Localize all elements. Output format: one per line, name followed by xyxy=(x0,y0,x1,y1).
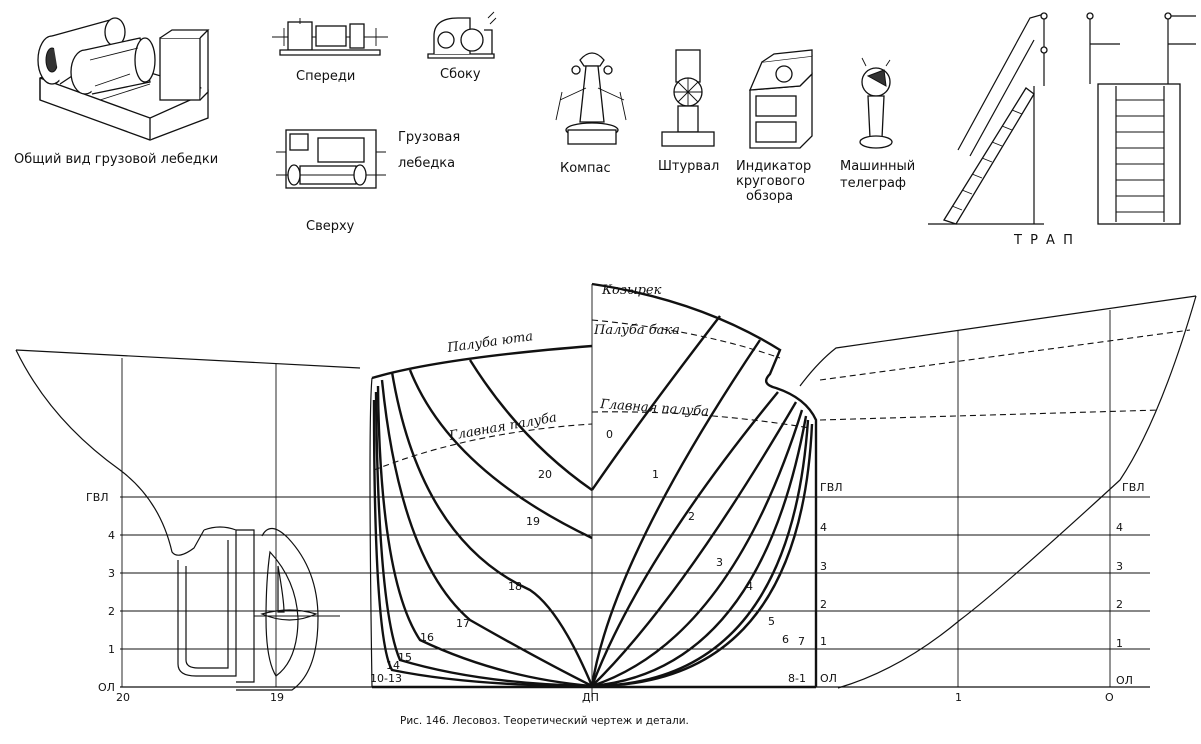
section-18: 18 xyxy=(508,580,522,593)
winch-front-view xyxy=(272,18,388,56)
section-5: 5 xyxy=(768,615,775,628)
wl-gvl-mid: ГВЛ xyxy=(820,481,843,494)
station-19-label: 19 xyxy=(270,691,284,704)
section-7: 7 xyxy=(798,635,805,648)
section-0: 0 xyxy=(606,428,613,441)
ladder-label: Т Р А П xyxy=(1013,233,1075,248)
section-10-13: 10-13 xyxy=(370,672,402,685)
winch-top-view xyxy=(276,129,386,189)
section-17: 17 xyxy=(456,617,470,630)
engine-telegraph-sketch xyxy=(859,57,893,149)
radar-label-2: кругового xyxy=(736,174,805,189)
wl-4-mid: 4 xyxy=(820,521,827,534)
station-0-label: О xyxy=(1105,691,1114,704)
station-20-label: 20 xyxy=(116,691,130,704)
section-4: 4 xyxy=(746,580,753,593)
forecastle-deck-label: Палуба бака xyxy=(593,323,680,338)
front-view-label: Спереди xyxy=(296,69,355,84)
winch-views-title-2: лебедка xyxy=(398,156,455,171)
waterlines xyxy=(120,496,1150,688)
telegraph-label-2: телеграф xyxy=(840,176,906,191)
wl-3-mid: 3 xyxy=(820,560,827,573)
cargo-winch-sketch xyxy=(37,17,210,141)
wl-ol-left: ОЛ xyxy=(98,681,115,694)
wl-4-right: 4 xyxy=(1116,521,1123,534)
radar-label-3: обзора xyxy=(746,189,793,204)
compass-sketch xyxy=(555,52,627,145)
wl-3-left: 3 xyxy=(108,567,115,580)
side-view-label: Сбоку xyxy=(440,67,481,82)
wl-ol-mid: ОЛ xyxy=(820,672,837,685)
main-deck-left-label: Главная палуба xyxy=(447,410,558,444)
steering-wheel-sketch xyxy=(661,49,715,147)
radar-label-1: Индикатор xyxy=(736,159,811,174)
steering-wheel-label: Штурвал xyxy=(658,159,719,174)
station-1-label: 1 xyxy=(955,691,962,704)
winch-side-view xyxy=(427,11,497,59)
wl-1-mid: 1 xyxy=(820,635,827,648)
ladder-front-sketch xyxy=(1086,12,1196,225)
station-dp-label: ДП xyxy=(582,691,599,704)
telegraph-label-1: Машинный xyxy=(840,159,915,174)
visor-label: Козырек xyxy=(601,283,662,298)
station-lines xyxy=(121,284,1111,697)
stern-profile xyxy=(15,349,361,691)
wl-4-left: 4 xyxy=(108,529,115,542)
wl-gvl-left: ГВЛ xyxy=(86,491,109,504)
section-1: 1 xyxy=(652,468,659,481)
winch-caption: Общий вид грузовой лебедки xyxy=(14,152,218,167)
top-view-label: Сверху xyxy=(306,219,355,234)
section-6: 6 xyxy=(782,633,789,646)
wl-2-left: 2 xyxy=(108,605,115,618)
ladder-side-sketch xyxy=(928,12,1048,225)
section-15: 15 xyxy=(398,651,412,664)
main-deck-right-label: Главная палуба xyxy=(599,397,710,420)
wl-ol-right: ОЛ xyxy=(1116,674,1133,687)
wl-1-right: 1 xyxy=(1116,637,1123,650)
section-16: 16 xyxy=(420,631,434,644)
winch-views-title-1: Грузовая xyxy=(398,130,460,145)
wl-3-right: 3 xyxy=(1116,560,1123,573)
section-20: 20 xyxy=(538,468,552,481)
section-8-1: 8-1 xyxy=(788,672,806,685)
figure-caption: Рис. 146. Лесовоз. Теоретический чертеж … xyxy=(400,715,689,727)
section-14: 14 xyxy=(386,659,400,672)
wl-2-right: 2 xyxy=(1116,598,1123,611)
section-3: 3 xyxy=(716,556,723,569)
wl-1-left: 1 xyxy=(108,643,115,656)
radar-indicator-sketch xyxy=(748,49,813,149)
bow-profile xyxy=(799,295,1197,689)
wl-gvl-right: ГВЛ xyxy=(1122,481,1145,494)
body-plan xyxy=(369,282,818,689)
wl-2-mid: 2 xyxy=(820,598,827,611)
section-2: 2 xyxy=(688,510,695,523)
section-19: 19 xyxy=(526,515,540,528)
compass-label: Компас xyxy=(560,161,611,176)
